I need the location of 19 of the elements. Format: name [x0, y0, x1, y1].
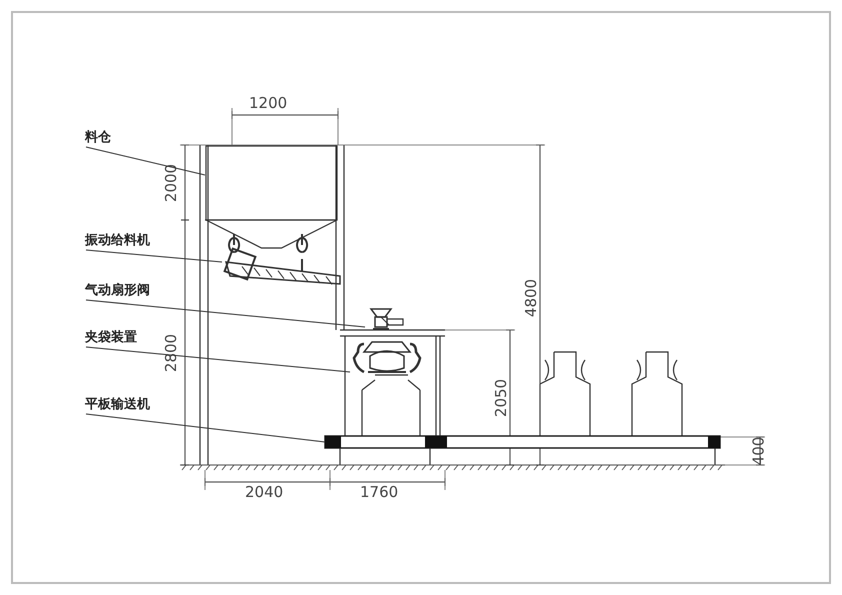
- leader-line: [86, 346, 350, 372]
- part-label: 平板输送机: [85, 397, 151, 413]
- leader-line: [86, 250, 222, 262]
- dimension-label: 4800: [523, 278, 540, 318]
- hopper-drawing: [205, 145, 338, 250]
- dimension-label: 2800: [163, 334, 180, 372]
- dimension-label: 2050: [493, 378, 510, 418]
- leader-line: [86, 300, 366, 328]
- part-label: 料仓: [85, 130, 112, 146]
- dimension-label: 1200: [249, 95, 288, 111]
- part-label: 夹袋装置: [85, 330, 138, 346]
- dimension-label: 2040: [245, 484, 284, 500]
- dimension-label: 2000: [163, 164, 180, 202]
- part-label: 振动给料机: [85, 233, 151, 249]
- leader-line: [86, 146, 206, 176]
- part-label: 气动扇形阀: [85, 283, 151, 299]
- leader-line: [86, 414, 326, 442]
- conveyor-drawing: [325, 436, 720, 448]
- dimension-label: 1760: [360, 484, 398, 500]
